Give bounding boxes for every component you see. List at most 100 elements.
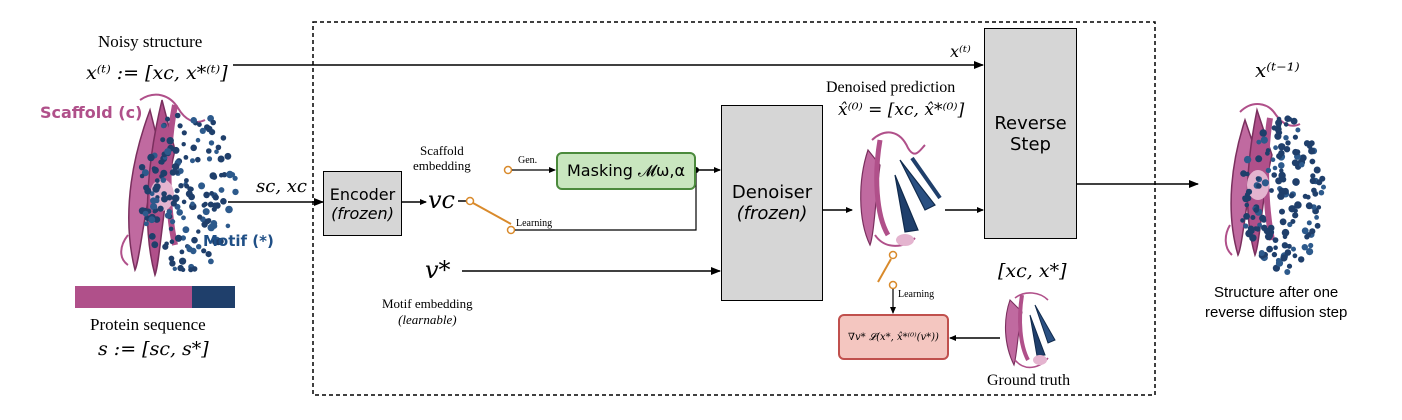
motif-point [1240,218,1245,223]
motif-point [212,238,219,246]
prediction-title: Denoised prediction [826,79,956,96]
output-caption: Structure after one reverse diffusion st… [1205,283,1347,323]
motif-point [206,156,213,162]
motif-point [1245,229,1253,238]
motif-point [191,236,198,244]
motif-point [170,200,177,207]
motif-point [186,244,191,250]
motif-point [1309,177,1317,185]
motif-point [195,156,201,163]
motif-point [160,137,166,143]
motif-point [181,199,187,205]
encoder-box: Encoder (frozen) [323,171,402,236]
motif-point [1261,179,1269,187]
motif-point [1312,190,1319,197]
motif-point [184,178,189,183]
motif-point [207,201,214,208]
encoder-frozen-label: (frozen) [331,203,394,223]
learning-switch-lever [877,258,892,283]
sequence-motif-segment [192,286,235,308]
motif-point [210,220,218,227]
motif-point [181,130,187,136]
motif-point [198,182,206,190]
encoder-label: Encoder [329,184,396,204]
motif-point [176,209,183,216]
motif-point [1271,125,1278,131]
motif-point [220,135,227,141]
motif-point [153,183,161,191]
motif-point [1278,143,1286,151]
motif-embedding-line2: (learnable) [398,312,457,327]
motif-point [1260,136,1268,144]
motif-point [1244,202,1250,208]
motif-point [1278,162,1285,169]
motif-point [203,201,208,207]
motif-point [1287,116,1293,122]
motif-point [1282,234,1288,240]
motif-point [1255,226,1261,232]
motif-point [1309,228,1316,235]
motif-point [154,178,160,184]
motif-point [1278,171,1286,180]
protein-sequence-title: Protein sequence [90,315,206,334]
motif-point [1306,220,1312,226]
motif-point [214,149,219,155]
motif-point [1256,139,1262,145]
motif-point [203,191,210,199]
motif-point [1310,173,1316,179]
switch-learning-contact [506,225,516,235]
motif-point [1309,158,1316,165]
motif-point [1272,165,1278,171]
motif-point [189,186,194,192]
motif-point [181,142,186,147]
scaffold-label: Scaffold (c) [40,103,143,122]
motif-point [1243,223,1249,229]
motif-point [1271,172,1277,178]
motif-point [1292,212,1299,219]
motif-point [169,169,177,176]
motif-point [196,244,202,250]
motif-point [1255,176,1261,181]
motif-point [229,172,236,178]
motif-point [171,163,180,171]
prediction-formula: x̂⁽⁰⁾ = [xc, x̂*⁽⁰⁾] [838,100,965,120]
motif-point [220,198,227,205]
motif-point [1255,155,1263,163]
motif-point [174,112,181,119]
motif-point [178,183,184,189]
motif-point [1292,253,1298,259]
motif-point [1301,227,1309,235]
motif-point [209,191,215,196]
motif-point [162,243,169,250]
motif-point [169,260,176,267]
motif-point [1273,245,1278,250]
protein-sequence-formula: s := [sc, s*] [98,338,209,360]
ground-truth-image [1004,292,1056,369]
motif-point [1240,170,1247,177]
motif-point [1295,127,1301,133]
motif-point [1283,135,1289,141]
motif-point [1308,242,1314,249]
motif-point [218,187,225,193]
motif-point [1277,192,1285,200]
motif-point [1279,168,1284,173]
motif-point [1261,217,1267,223]
motif-point [221,172,228,178]
motif-point [190,144,197,152]
denoiser-frozen-label: (frozen) [736,203,808,224]
motif-point [168,255,175,262]
motif-point [212,194,219,201]
motif-point [1288,205,1296,213]
motif-point [1285,140,1291,146]
motif-point [169,239,175,244]
motif-point [143,184,150,191]
motif-point [1281,242,1289,249]
motif-point [191,266,198,272]
ground-truth-label: Ground truth [987,372,1071,389]
motif-point [190,158,195,164]
motif-point [172,266,177,271]
motif-point [1259,129,1267,137]
vstar-symbol: v* [425,256,451,284]
input-label: sc, xc [256,176,307,197]
top-arrow-label: x⁽ᵗ⁾ [950,42,971,61]
